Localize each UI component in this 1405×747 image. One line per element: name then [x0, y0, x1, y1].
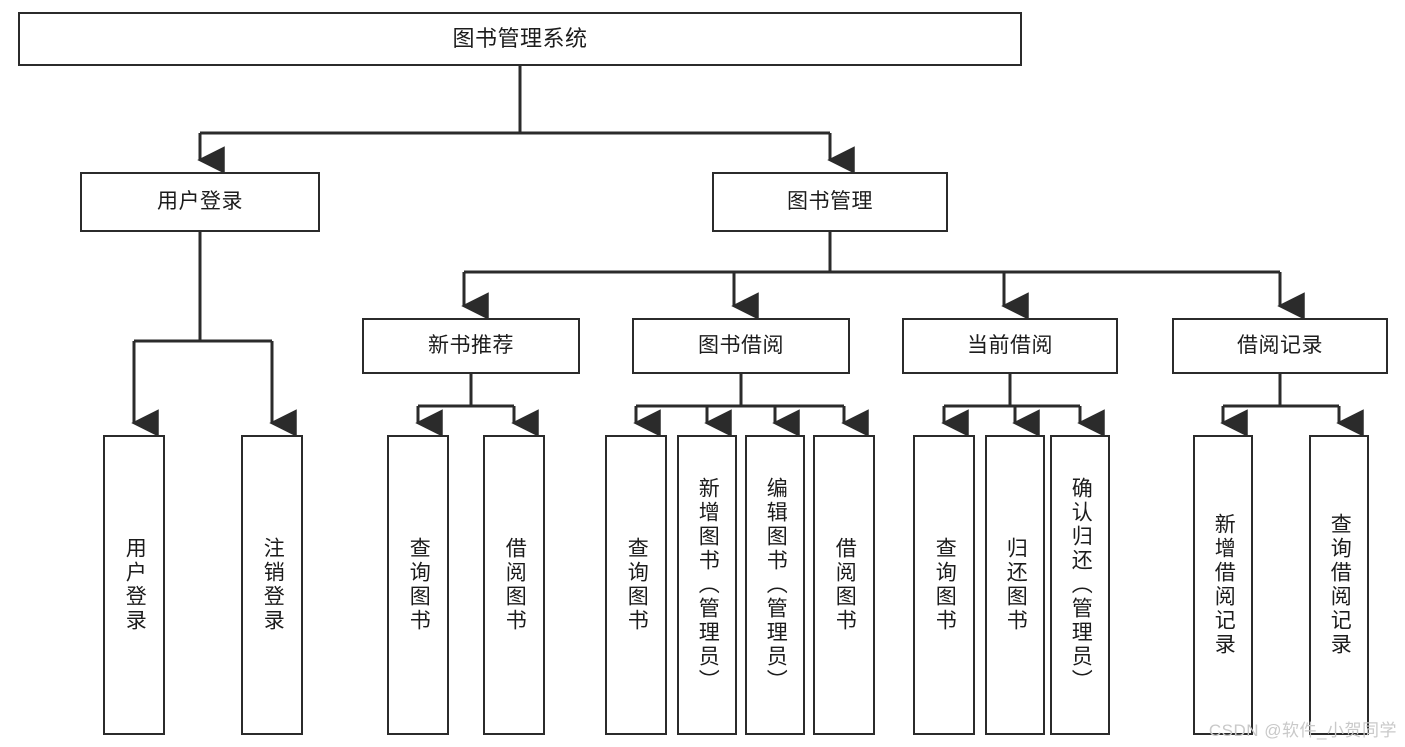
node-leaf-borrow-book-2-label: 借阅图书 [833, 537, 857, 633]
node-leaf-return-book[interactable]: 归还图书 [985, 435, 1045, 735]
node-user-login[interactable]: 用户登录 [80, 172, 320, 232]
node-root[interactable]: 图书管理系统 [18, 12, 1022, 66]
node-user-login-label: 用户登录 [157, 189, 243, 213]
node-current-borrow[interactable]: 当前借阅 [902, 318, 1118, 374]
node-leaf-query-book-3[interactable]: 查询图书 [913, 435, 975, 735]
node-leaf-return-book-label: 归还图书 [1004, 537, 1028, 633]
node-leaf-query-book-2[interactable]: 查询图书 [605, 435, 667, 735]
node-book-borrow-label: 图书借阅 [698, 333, 784, 357]
node-borrow-record-label: 借阅记录 [1237, 333, 1323, 357]
node-leaf-edit-book-label: 编辑图书（管理员） [764, 477, 788, 693]
node-leaf-query-record-label: 查询借阅记录 [1328, 513, 1352, 657]
node-leaf-user-login-label: 用户登录 [123, 537, 147, 633]
node-leaf-confirm-return[interactable]: 确认归还（管理员） [1050, 435, 1110, 735]
node-new-book-rec[interactable]: 新书推荐 [362, 318, 580, 374]
node-leaf-user-login[interactable]: 用户登录 [103, 435, 165, 735]
node-new-book-rec-label: 新书推荐 [428, 333, 514, 357]
node-book-manage-label: 图书管理 [787, 189, 873, 213]
node-leaf-logout-label: 注销登录 [261, 537, 285, 633]
csdn-watermark: CSDN @软件_小贺同学 [1208, 721, 1397, 740]
node-leaf-query-book-2-label: 查询图书 [625, 537, 649, 633]
node-leaf-confirm-return-label: 确认归还（管理员） [1069, 477, 1093, 693]
node-leaf-query-book-1-label: 查询图书 [407, 537, 431, 633]
node-leaf-logout[interactable]: 注销登录 [241, 435, 303, 735]
node-leaf-add-record[interactable]: 新增借阅记录 [1193, 435, 1253, 735]
node-book-manage[interactable]: 图书管理 [712, 172, 948, 232]
node-current-borrow-label: 当前借阅 [967, 333, 1053, 357]
node-leaf-query-book-1[interactable]: 查询图书 [387, 435, 449, 735]
node-leaf-add-record-label: 新增借阅记录 [1212, 513, 1236, 657]
node-leaf-borrow-book-2[interactable]: 借阅图书 [813, 435, 875, 735]
node-leaf-edit-book[interactable]: 编辑图书（管理员） [745, 435, 805, 735]
node-leaf-add-book[interactable]: 新增图书（管理员） [677, 435, 737, 735]
node-borrow-record[interactable]: 借阅记录 [1172, 318, 1388, 374]
node-leaf-borrow-book-1-label: 借阅图书 [503, 537, 527, 633]
node-leaf-query-record[interactable]: 查询借阅记录 [1309, 435, 1369, 735]
node-book-borrow[interactable]: 图书借阅 [632, 318, 850, 374]
node-root-label: 图书管理系统 [452, 26, 588, 52]
node-leaf-borrow-book-1[interactable]: 借阅图书 [483, 435, 545, 735]
node-leaf-query-book-3-label: 查询图书 [933, 537, 957, 633]
node-leaf-add-book-label: 新增图书（管理员） [696, 477, 720, 693]
